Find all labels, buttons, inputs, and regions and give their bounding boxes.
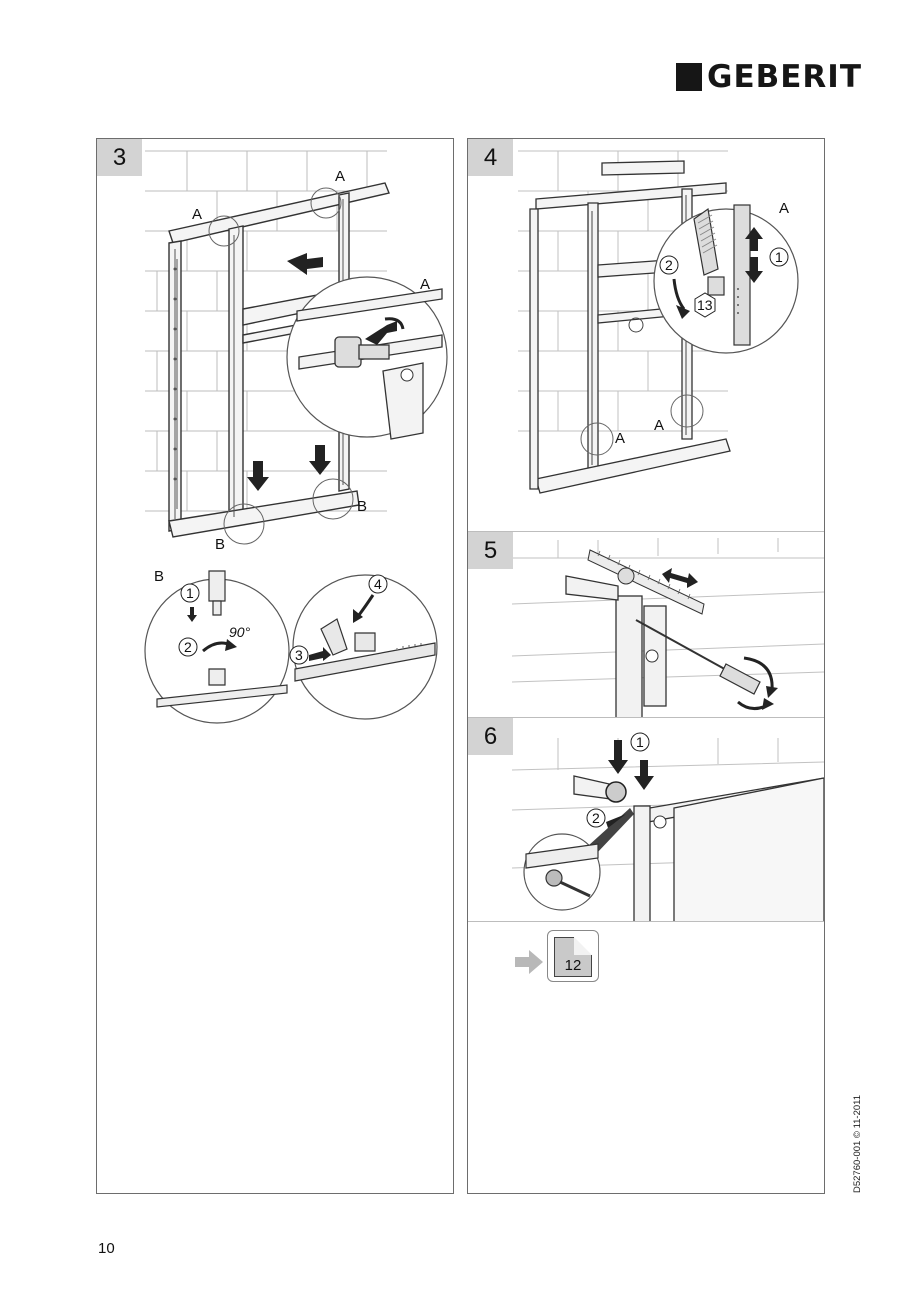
page-reference-section: [468, 921, 824, 1193]
step-4-hex-13: 13: [697, 297, 713, 313]
step-6-illustration: 1 2: [511, 732, 824, 922]
step-3-angle-label: 90°: [229, 624, 251, 640]
callout-a-top-left: A: [192, 206, 202, 223]
step-3-clip-illustration: B 1 2 90° 3 4: [144, 568, 438, 724]
brand-name: GEBERIT: [707, 59, 862, 95]
step-4-illustration: 1 2 13 A A A: [518, 150, 799, 494]
document-reference: D52760-001 © 11-2011: [852, 1094, 863, 1193]
callout-b-bottom: B: [215, 536, 225, 553]
step-4-callout-a-right: A: [654, 417, 664, 434]
step-6-circle-2: 2: [592, 810, 600, 826]
step-6-number: 6: [468, 718, 513, 755]
step-3-number: 3: [97, 139, 142, 176]
step-3-circle-3: 3: [295, 647, 303, 663]
page-reference-icon[interactable]: 12: [547, 930, 599, 982]
logo-square: [676, 63, 702, 91]
callout-a-top-right: A: [335, 168, 345, 185]
page-number: 10: [98, 1240, 115, 1257]
step-5-section: 5: [468, 531, 824, 718]
step-3-panel: 3: [96, 138, 454, 1194]
step-6-section: 6 1 2: [468, 717, 824, 922]
step-4-circle-2: 2: [665, 257, 673, 273]
step-5-number: 5: [468, 532, 513, 569]
callout-b-right: B: [357, 498, 367, 515]
geberit-logo: GEBERIT: [676, 59, 862, 95]
arrow-right-icon: [515, 950, 543, 974]
step-4-circle-1: 1: [775, 249, 783, 265]
step-3-circle-1: 1: [186, 585, 194, 601]
callout-a-detail: A: [420, 276, 430, 293]
step-6-circle-1: 1: [636, 734, 644, 750]
step-3-circle-4: 4: [374, 576, 382, 592]
step-4-callout-a-detail: A: [779, 200, 789, 217]
step-4-callout-a-left: A: [615, 430, 625, 447]
steps-4-6-panel: 4: [467, 138, 825, 1194]
document-page-icon: 12: [554, 937, 592, 977]
step-3-circle-2: 2: [184, 639, 192, 655]
page-reference-number: 12: [564, 957, 582, 974]
step-3-frame-illustration: A A A B B: [145, 150, 448, 553]
step-4-section: 4: [468, 139, 824, 531]
callout-b-detail: B: [154, 568, 164, 585]
step-5-illustration: [511, 538, 824, 718]
page-fold-corner: [574, 937, 592, 955]
step-4-number: 4: [468, 139, 513, 176]
